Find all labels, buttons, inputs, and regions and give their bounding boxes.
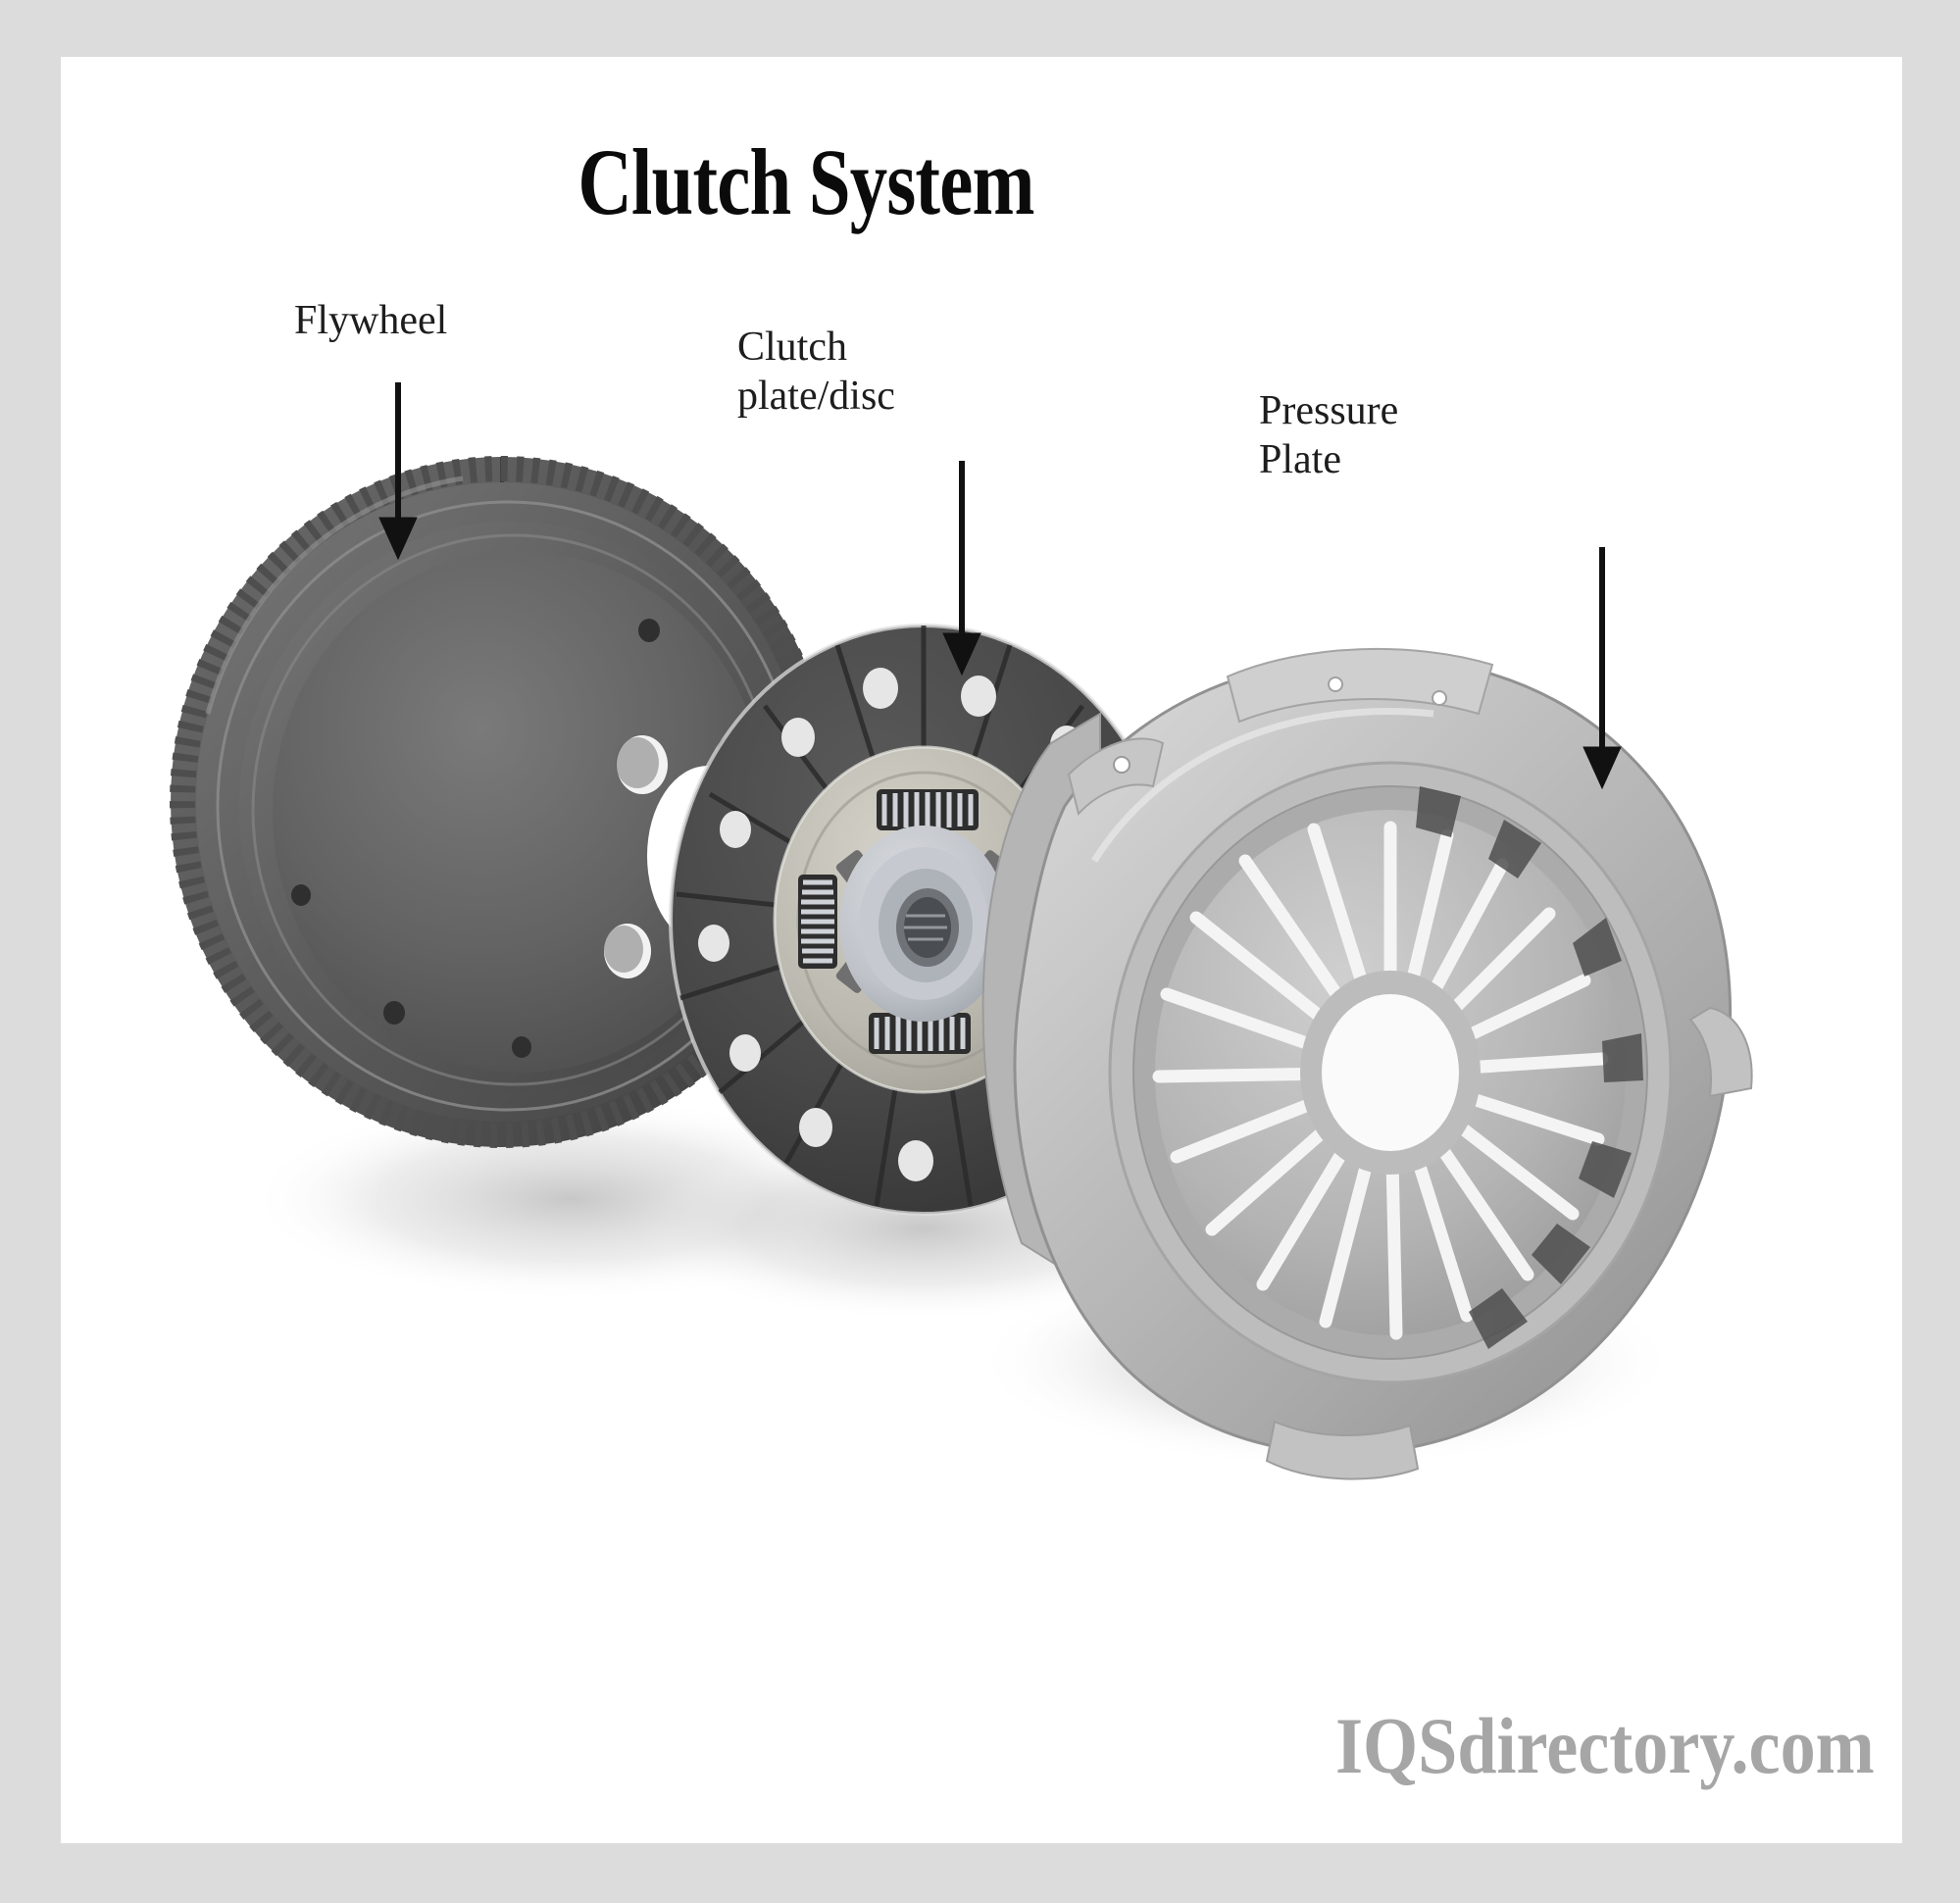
clutch-system-illustration bbox=[170, 382, 1753, 1480]
arrow-pressure-plate bbox=[1583, 547, 1622, 790]
arrow-flywheel bbox=[378, 382, 418, 561]
label-pressure-plate: Pressure Plate bbox=[1259, 388, 1399, 482]
arrow-clutch-plate bbox=[942, 461, 981, 676]
finger-shadows bbox=[1416, 786, 1643, 1349]
splined-hub bbox=[839, 826, 1008, 1022]
label-clutch-plate-disc: Clutch plate/disc bbox=[737, 325, 895, 419]
label-flywheel: Flywheel bbox=[294, 298, 448, 343]
annotation-arrows bbox=[378, 382, 1622, 790]
watermark-iqsdirectory: IQSdirectory.com bbox=[1335, 1701, 1875, 1790]
flywheel-graphic bbox=[170, 456, 834, 1148]
pressure-plate-graphic bbox=[981, 647, 1753, 1480]
diagram-canvas: Clutch System Flywheel Clutch plate/disc… bbox=[61, 57, 1902, 1843]
page-title: Clutch System bbox=[578, 129, 1034, 234]
